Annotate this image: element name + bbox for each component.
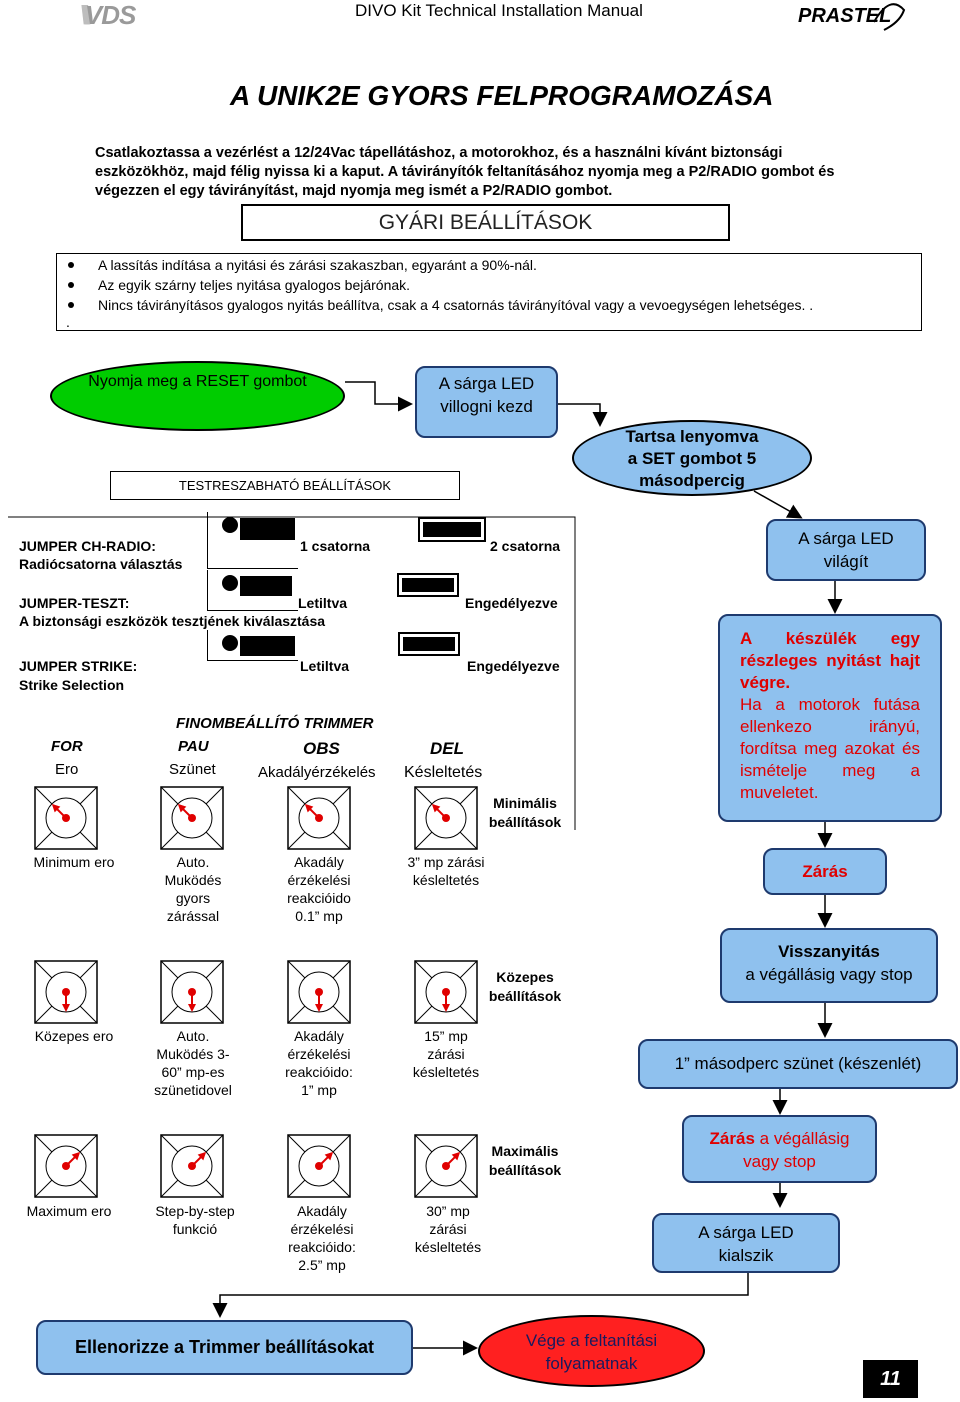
factory-settings-title: GYÁRI BEÁLLÍTÁSOK	[241, 204, 730, 241]
trimmer-sub-del: Késleltetés	[404, 764, 483, 781]
factory-bullets-box	[56, 253, 922, 331]
bullet-item: Az egyik szárny teljes nyitása gyalogos …	[68, 275, 918, 295]
factory-bullets: A lassítás indítása a nyitási és zárási …	[68, 255, 918, 315]
jumper-strike-sub: Strike Selection	[19, 677, 125, 693]
jumper-test-opt2: Engedélyezve	[465, 595, 558, 611]
trimmer-dial-icon	[160, 960, 224, 1024]
intro-text: Csatlakoztassa a vezérlést a 12/24Vac tá…	[95, 145, 835, 199]
custom-settings-title: TESTRESZABHATÓ BEÁLLÍTÁSOK	[110, 471, 460, 500]
jumper-strike-diagram	[207, 630, 298, 661]
trimmer-dial-icon	[287, 1134, 351, 1198]
bullet-item: A lassítás indítása a nyitási és zárási …	[68, 255, 918, 275]
jumper-test-sub: A biztonsági eszközök tesztjének kiválas…	[19, 613, 326, 629]
reset-step: Nyomja meg a RESET gombot	[50, 361, 345, 431]
trimmer-header-pau: PAU	[178, 738, 209, 755]
trimmer-dial-icon	[287, 960, 351, 1024]
trimmer-dial-icon	[414, 1134, 478, 1198]
jumper-ch-radio-diagram-2	[418, 517, 486, 542]
pause-step: 1” másodperc szünet (készenlét)	[638, 1039, 958, 1089]
header-title: DIVO Kit Technical Installation Manual	[355, 1, 643, 20]
trimmer-header-del: DEL	[430, 739, 464, 758]
check-trimmers-step: Ellenorizze a Trimmer beállításokat	[36, 1320, 413, 1375]
trimmer-cell: Közepes ero	[34, 1028, 114, 1044]
jumper-strike-opt2: Engedélyezve	[467, 658, 560, 674]
trimmer-dial-icon	[414, 786, 478, 850]
trimmer-cell: Maximum ero	[26, 1203, 112, 1219]
bullet-item: Nincs távirányításos gyalogos nyitás beá…	[68, 295, 918, 315]
jumper-pin-icon	[222, 575, 238, 591]
trimmer-header-for: FOR	[51, 738, 83, 755]
trimmer-sub-for: Ero	[55, 761, 79, 778]
trimmer-dial-icon	[34, 960, 98, 1024]
trimmer-header-obs: OBS	[303, 739, 340, 758]
trailing-dot: .	[66, 314, 70, 330]
partial-open-step: A készülék egy részleges nyitást hajt vé…	[718, 614, 942, 822]
jumper-cap-icon	[240, 636, 295, 656]
page-number: 11	[863, 1360, 918, 1398]
trimmer-title: FINOMBEÁLLÍTÓ TRIMMER	[176, 715, 374, 732]
jumper-test-title: JUMPER-TESZT:	[19, 595, 130, 611]
trimmer-dial-icon	[160, 1134, 224, 1198]
trimmer-dial-icon	[160, 786, 224, 850]
trimmer-dial-icon	[34, 1134, 98, 1198]
jumper-pin-icon	[222, 517, 238, 533]
trimmer-sub-obs: Akadályérzékelés	[258, 764, 376, 781]
prastel-logo: PRASTEL	[798, 5, 892, 27]
jumper-ch-radio-opt1: 1 csatorna	[300, 538, 371, 554]
vds-logo: \\\\VDS	[80, 0, 136, 30]
jumper-pin-icon	[222, 635, 238, 651]
close-full-step: Zárás a végállásig vagy stop	[682, 1115, 877, 1183]
close-step: Zárás	[763, 848, 887, 895]
jumper-ch-radio-opt2: 2 csatorna	[490, 538, 561, 554]
jumper-ch-radio-title: JUMPER CH-RADIO:	[19, 538, 156, 554]
jumper-test-opt1: Letiltva	[298, 595, 348, 611]
trimmer-dial-icon	[287, 786, 351, 850]
prastel-swoosh	[873, 3, 906, 31]
jumper-ch-radio-sub: Radiócsatorna választás	[19, 556, 183, 572]
trimmer-dial-icon	[34, 786, 98, 850]
trimmer-sub-pau: Szünet	[169, 761, 216, 778]
page-title: A UNIK2E GYORS FELPROGRAMOZÁSA	[230, 80, 774, 111]
jumper-strike-diagram-2	[398, 632, 460, 656]
jumper-ch-radio-diagram	[207, 512, 298, 569]
jumper-test-diagram-2	[397, 573, 459, 597]
jumper-test-diagram	[207, 570, 298, 611]
trimmer-dial-icon	[414, 960, 478, 1024]
jumper-strike-opt1: Letiltva	[300, 658, 350, 674]
jumper-strike-title: JUMPER STRIKE:	[19, 658, 138, 674]
jumper-cap-icon	[240, 576, 292, 596]
jumper-cap-icon	[240, 518, 295, 540]
trimmer-cell: Minimum ero	[33, 854, 115, 870]
